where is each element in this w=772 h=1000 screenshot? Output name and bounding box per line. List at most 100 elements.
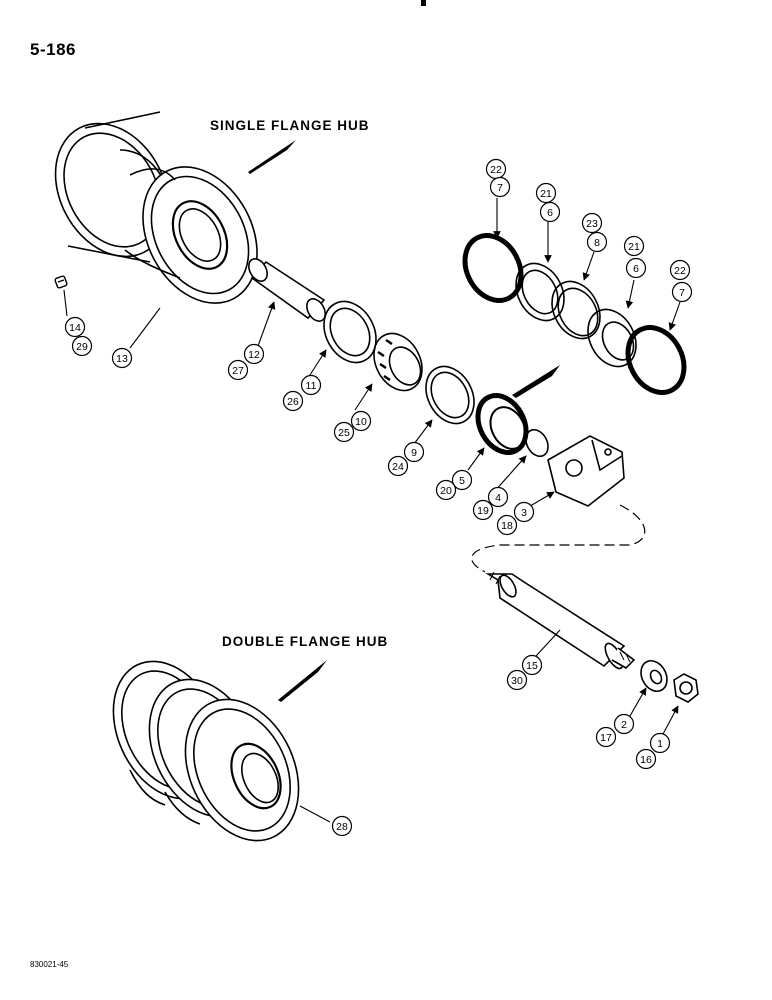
callout-number: 9 [411,447,417,459]
callout-c22a: 22 [485,158,507,180]
double-hub-leader [278,660,327,702]
callout-circle [513,501,535,523]
assembly-axis-line [471,504,646,573]
shaft-support-part [547,435,625,507]
callout-c6a: 6 [539,201,561,223]
callout-number: 27 [232,365,244,377]
figure-id: 830021-45 [30,960,69,969]
callout-number: 19 [477,505,489,517]
bushing-part [248,258,326,322]
callout-circle [282,390,304,412]
callout-c1: 1 [649,732,671,754]
callout-number: 29 [76,341,88,353]
callout-c10: 10 [350,410,372,432]
nut-part [673,673,699,703]
callout-c27: 27 [227,359,249,381]
callout-circle [387,455,409,477]
o-ring-part [525,428,549,458]
callout-c6b: 6 [625,257,647,279]
callout-number: 23 [586,218,598,230]
callout-circle [521,654,543,676]
callout-c7a: 7 [489,176,511,198]
callout-c24: 24 [387,455,409,477]
callout-c9: 9 [403,441,425,463]
callout-circle [64,316,86,338]
crop-mark [421,0,426,6]
seal-ring-6b [587,308,637,368]
callout-circle [625,257,647,279]
seal-ring-6a [515,262,565,322]
shaft-part [485,571,636,670]
callout-c7b: 7 [671,281,693,303]
seal-ring-7a [462,233,524,303]
double-flange-hub [112,660,300,842]
plug-part [54,275,68,289]
callout-circle [535,182,557,204]
callout-number: 21 [628,241,640,253]
callout-circle [435,479,457,501]
callout-circle [451,469,473,491]
callout-c2: 2 [613,713,635,735]
callout-circle [586,231,608,253]
washer-part [640,659,668,693]
callout-number: 14 [69,322,81,334]
callout-circle [539,201,561,223]
callout-number: 22 [490,164,502,176]
callout-c16: 16 [635,748,657,770]
callout-c8: 8 [586,231,608,253]
callout-circle [333,421,355,443]
callout-c3: 3 [513,501,535,523]
callout-c21a: 21 [535,182,557,204]
page-number: 5-186 [30,40,76,59]
callout-circle [669,259,691,281]
callout-circle [227,359,249,381]
callout-number: 12 [248,349,260,361]
callout-circle [671,281,693,303]
callout-circle [403,441,425,463]
bearing-cone-part [373,332,423,392]
callout-number: 6 [547,207,553,219]
callout-number: 4 [495,492,501,504]
seal-ring-8 [551,280,601,340]
callout-number: 15 [526,660,538,672]
callout-c25: 25 [333,421,355,443]
callout-circle [623,235,645,257]
single-flange-hub-caption: SINGLE FLANGE HUB [210,118,370,133]
callout-c28: 28 [331,815,353,837]
callout-number: 16 [640,754,652,766]
callout-number: 17 [600,732,612,744]
callout-number: 28 [336,821,348,833]
callout-c20: 20 [435,479,457,501]
callout-circle [350,410,372,432]
callout-number: 18 [501,520,513,532]
callout-circle [487,486,509,508]
callout-circle [331,815,353,837]
callout-number: 7 [679,287,685,299]
callout-number: 7 [497,182,503,194]
callout-c5: 5 [451,469,473,491]
callout-number: 21 [540,188,552,200]
callout-c14: 14 [64,316,86,338]
callout-c21b: 21 [623,235,645,257]
callout-number: 6 [633,263,639,275]
callout-number: 24 [392,461,404,473]
single-hub-leader [248,140,296,174]
callout-circle [649,732,671,754]
callout-c26: 26 [282,390,304,412]
callout-circle [581,212,603,234]
callout-number: 10 [355,416,367,428]
callout-c4: 4 [487,486,509,508]
seal-group-leader [512,365,560,398]
callout-number: 30 [511,675,523,687]
callout-number: 22 [674,265,686,277]
callout-number: 5 [459,475,465,487]
callout-circle [496,514,518,536]
callout-c13: 13 [111,347,133,369]
seal-ring-7b [625,325,687,395]
callout-number: 3 [521,507,527,519]
callout-circle [472,499,494,521]
callout-circle [111,347,133,369]
callout-circle [506,669,528,691]
double-flange-hub-caption: DOUBLE FLANGE HUB [222,634,389,649]
